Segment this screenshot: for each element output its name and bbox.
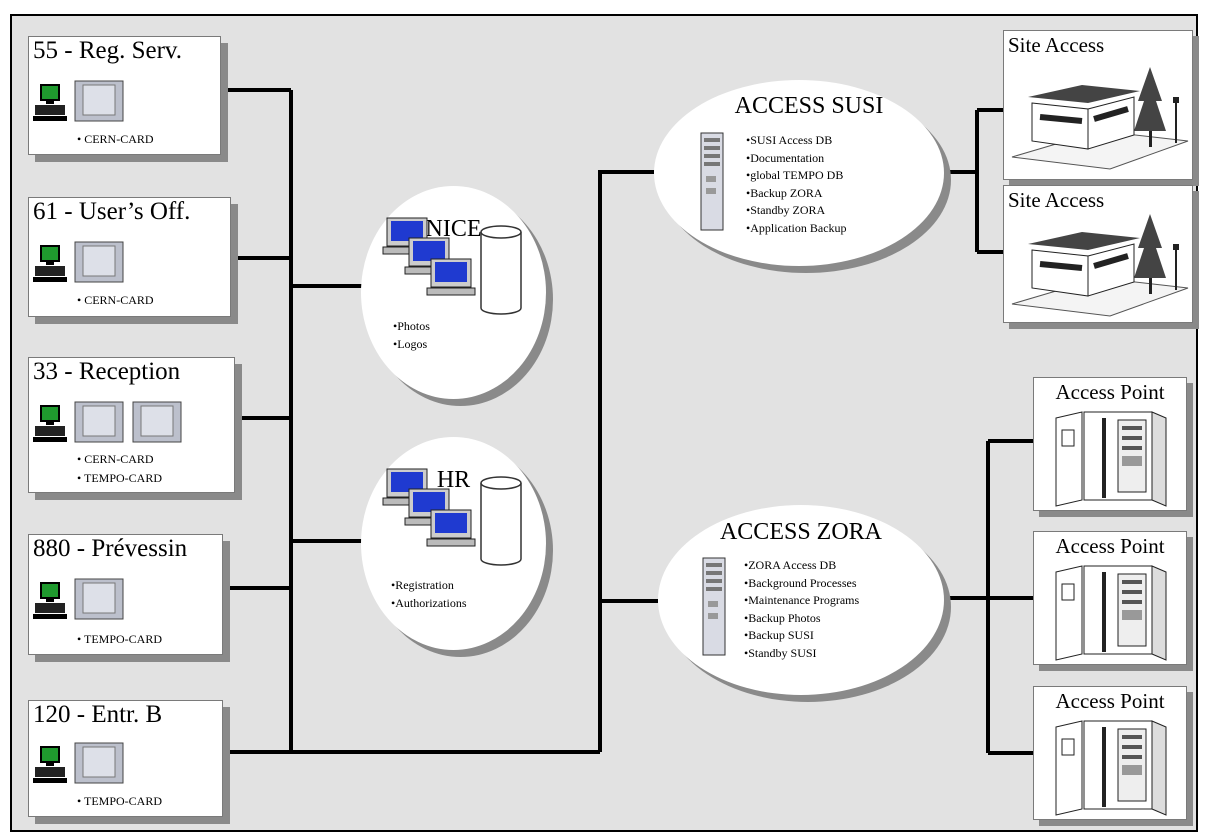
station-title: 880 - Prévessin [33, 535, 188, 562]
station-61: 61 - User’s Off. • CERN-CARD [28, 197, 231, 317]
susi-item: global TEMPO DB [746, 167, 847, 185]
susi-item: Standby ZORA [746, 202, 847, 220]
zora-title: ACCESS ZORA [719, 519, 883, 545]
station-55: 55 - Reg. Serv. • CERN-CARD [28, 36, 221, 155]
site-access-title: Site Access [1008, 33, 1105, 57]
access-point-title: Access Point [1055, 689, 1165, 713]
database-icon [480, 476, 522, 566]
station-cards: • CERN-CARD • TEMPO-CARD [77, 452, 162, 485]
nice-server: NICE Photos Logos [361, 186, 546, 399]
guard-house-icon [1011, 214, 1189, 317]
nice-item: Photos [393, 318, 430, 336]
zora-item: Backup SUSI [744, 627, 859, 645]
access-door-icon [1055, 565, 1167, 661]
site-access-2: Site Access [1003, 185, 1193, 323]
susi-title: ACCESS SUSI [734, 93, 884, 119]
access-point-title: Access Point [1055, 380, 1165, 404]
workstation-icon [33, 80, 124, 122]
client-pcs-icon [382, 468, 476, 547]
station-cards: • CERN-CARD [77, 293, 154, 307]
station-880: 880 - Prévessin • TEMPO-CARD [28, 534, 223, 655]
nice-list: Photos Logos [393, 318, 430, 353]
access-point-2: Access Point [1033, 531, 1187, 665]
station-title: 120 - Entr. B [33, 701, 163, 728]
access-susi-server: ACCESS SUSI SUSI Access DB Documentation… [654, 80, 944, 266]
zora-list: ZORA Access DB Background Processes Main… [744, 557, 859, 662]
card-label: CERN-CARD [84, 293, 154, 307]
access-zora-server: ACCESS ZORA ZORA Access DB Background Pr… [658, 505, 944, 695]
hr-item: Registration [391, 577, 467, 595]
guard-house-icon [1011, 67, 1189, 170]
zora-item: ZORA Access DB [744, 557, 859, 575]
zora-item: Backup Photos [744, 610, 859, 628]
susi-item: Application Backup [746, 220, 846, 238]
site-access-title: Site Access [1008, 188, 1105, 212]
access-door-icon [1055, 720, 1167, 816]
susi-item: SUSI Access DB [746, 132, 847, 150]
server-tower-icon [700, 132, 724, 231]
station-title: 61 - User’s Off. [33, 198, 191, 225]
card-label: CERN-CARD [84, 132, 154, 146]
server-tower-icon [702, 557, 726, 656]
zora-item: Maintenance Programs [744, 592, 859, 610]
station-title: 33 - Reception [33, 358, 181, 385]
access-point-3: Access Point [1033, 686, 1187, 820]
hr-server: HR Registration Authorizat [361, 437, 546, 650]
link-susi [598, 170, 654, 752]
card-label: TEMPO-CARD [83, 471, 162, 485]
station-title: 55 - Reg. Serv. [33, 37, 183, 64]
card-label: TEMPO-CARD [83, 632, 162, 646]
susi-item: Backup ZORA [746, 185, 847, 203]
workstation-icon [33, 241, 124, 283]
station-cards: • TEMPO-CARD [77, 794, 162, 808]
workstation-icon [33, 401, 182, 443]
station-33: 33 - Reception • CERN-CARD • TEMPO-CARD [28, 357, 235, 493]
workstation-icon [33, 578, 124, 620]
access-door-icon [1055, 411, 1167, 507]
card-label: TEMPO-CARD [83, 794, 162, 808]
station-cards: • CERN-CARD [77, 132, 154, 146]
zora-item: Background Processes [744, 575, 859, 593]
client-pcs-icon [382, 217, 476, 296]
station-120: 120 - Entr. B • TEMPO-CARD [28, 700, 223, 817]
hr-item: Authorizations [391, 595, 466, 613]
database-icon [480, 225, 522, 315]
zora-item: Standby SUSI [744, 645, 859, 663]
card-label: CERN-CARD [84, 452, 154, 466]
susi-list: SUSI Access DB Documentation global TEMP… [746, 132, 847, 238]
hr-list: Registration Authorizations [391, 577, 467, 613]
susi-item: Documentation [746, 150, 847, 168]
workstation-icon [33, 742, 124, 784]
access-point-title: Access Point [1055, 534, 1165, 558]
access-point-1: Access Point [1033, 377, 1187, 511]
nice-item: Logos [393, 336, 430, 354]
station-cards: • TEMPO-CARD [77, 632, 162, 646]
site-access-1: Site Access [1003, 30, 1193, 180]
